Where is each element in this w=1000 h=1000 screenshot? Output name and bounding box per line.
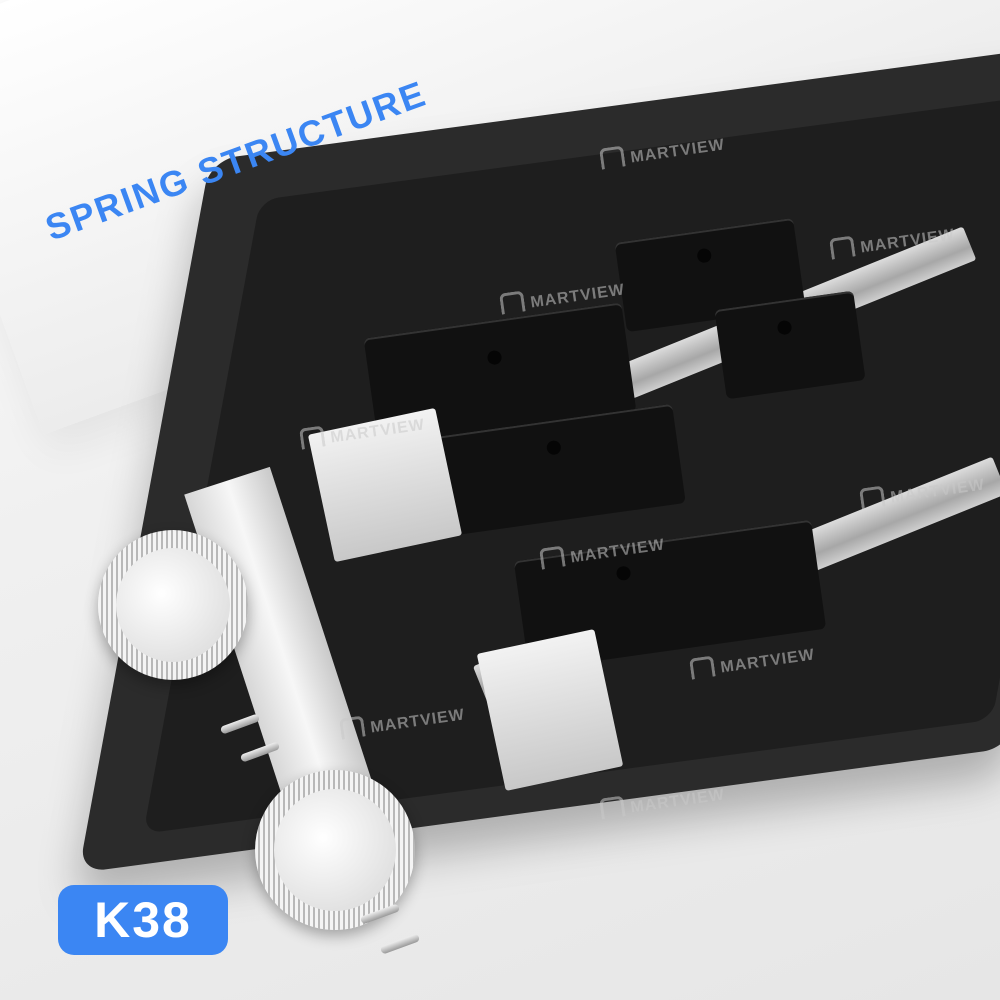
- martview-logo-icon: [299, 425, 326, 450]
- martview-logo-icon: [599, 145, 626, 170]
- hex-screw-icon: [696, 247, 713, 264]
- model-badge: K38: [58, 885, 228, 955]
- martview-logo-icon: [599, 795, 626, 820]
- martview-logo-icon: [859, 485, 886, 510]
- hex-screw-icon: [776, 319, 793, 336]
- hex-screw-icon: [545, 439, 562, 456]
- hex-screw-icon: [615, 565, 632, 582]
- martview-logo-icon: [689, 655, 716, 680]
- clamp-block: [714, 290, 866, 400]
- martview-logo-icon: [499, 290, 526, 315]
- hex-screw-icon: [486, 349, 503, 366]
- thumb-screw-knob-lower: [255, 770, 415, 930]
- thumb-screw-knob-upper: [98, 530, 248, 680]
- martview-logo-icon: [829, 235, 856, 260]
- martview-logo-icon: [339, 715, 366, 740]
- martview-logo-icon: [539, 545, 566, 570]
